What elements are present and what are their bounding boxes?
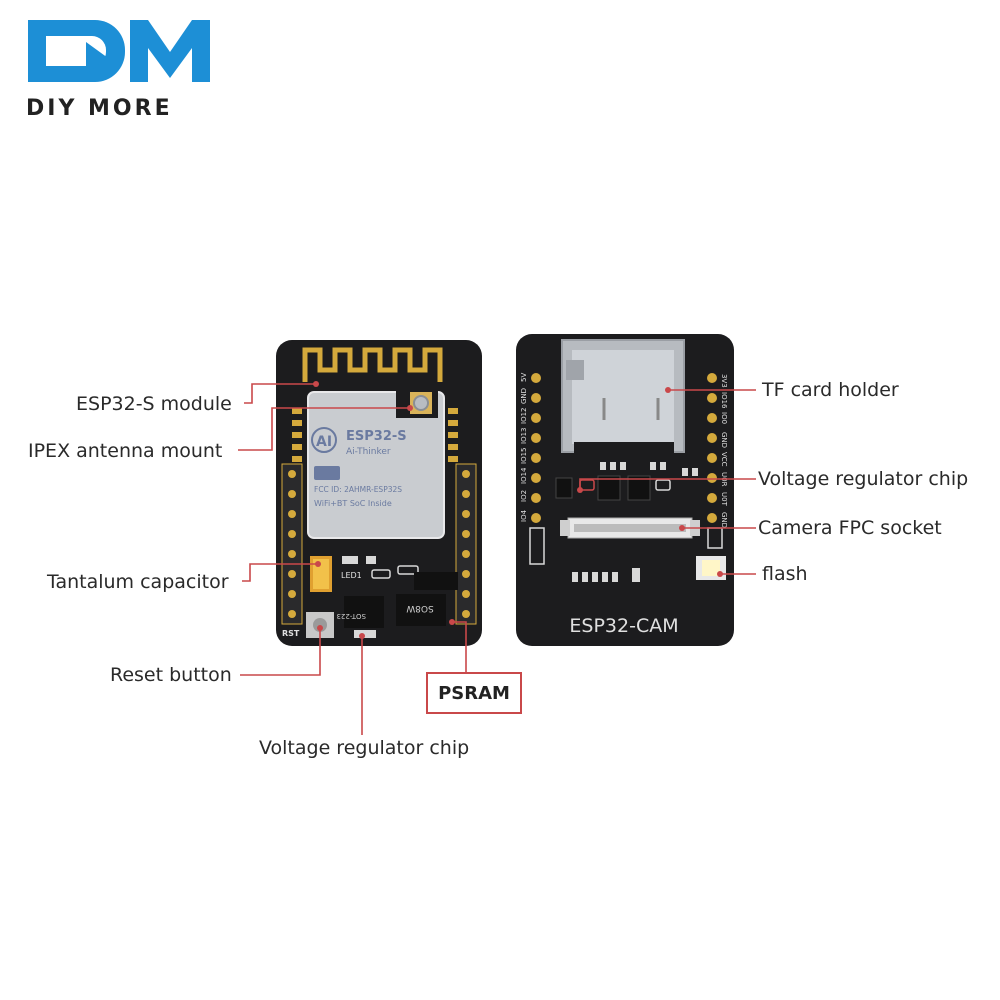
pin-label-right: VCC (720, 452, 728, 467)
pin-label-right: GND (720, 512, 728, 528)
regulator-print: SOT-223 (337, 612, 366, 620)
rst-print: RST (282, 629, 300, 638)
tf-card-holder-part (561, 339, 685, 460)
module-pads (292, 408, 458, 462)
pin-label-left: IO14 (520, 467, 528, 484)
callout-tf-card-holder: TF card holder (762, 379, 899, 401)
back-pad-row (572, 568, 640, 582)
front-board: AI ESP32-S Ai-Thinker FCC ID: 2AHMR-ESP3… (276, 340, 482, 646)
leader-dots (313, 381, 723, 639)
back-pins-left (531, 373, 541, 523)
leader-regulator-right (579, 478, 756, 490)
callout-psram: PSRAM (426, 672, 522, 714)
callout-camera-fpc-socket: Camera FPC socket (758, 517, 942, 539)
brand-subtitle: DIY MORE (26, 96, 173, 121)
board-name-print: ESP32-CAM (569, 615, 678, 637)
psram-chip-part (396, 594, 446, 626)
front-header-right (455, 463, 477, 625)
pin-label-right: IO0 (720, 412, 728, 424)
back-board: 5V GND IO12 IO13 IO15 IO14 IO2 IO4 3V3 I… (516, 334, 734, 646)
callout-ipex-antenna: IPEX antenna mount (28, 440, 223, 462)
esp32-module-shield (307, 391, 445, 539)
back-pins-right (707, 373, 717, 523)
leader-ipex (238, 407, 410, 451)
pin-label-left: IO2 (520, 490, 528, 502)
tantalum-capacitor (310, 556, 332, 592)
leader-esp32-module (244, 383, 316, 404)
pin-label-left: IO4 (520, 509, 528, 522)
pin-label-left: IO15 (520, 448, 528, 464)
leader-psram (452, 621, 467, 672)
flash-led-part (696, 556, 726, 580)
pin-label-left: IO13 (520, 428, 528, 444)
brand-logo (28, 20, 210, 82)
led-print: LED1 (341, 571, 362, 580)
svg-text:AI: AI (316, 434, 332, 450)
wifi-print: WiFi+BT SoC Inside (314, 499, 392, 508)
module-maker-print: Ai-Thinker (346, 447, 391, 457)
callout-flash: flash (762, 563, 808, 585)
callout-voltage-regulator-right: Voltage regulator chip (758, 468, 969, 490)
back-regulators (555, 475, 671, 501)
pin-label-right: 3V3 (720, 374, 728, 388)
antenna-trace (302, 347, 443, 382)
pin-label-right: IO16 (720, 392, 728, 409)
front-header-left (281, 463, 303, 625)
psram-print: SO8W (406, 603, 434, 613)
leader-tantalum (242, 563, 318, 582)
callout-esp32-module: ESP32-S module (76, 393, 232, 415)
ipex-connector (396, 388, 438, 418)
leader-reset (240, 628, 321, 676)
pin-label-right: U0T (720, 492, 728, 507)
pin-label-left: GND (520, 388, 528, 404)
leader-lines (238, 383, 756, 735)
callout-voltage-regulator-bottom: Voltage regulator chip (259, 737, 470, 759)
module-name-print: ESP32-S (346, 429, 407, 444)
back-passives (600, 462, 698, 476)
callout-tantalum-capacitor: Tantalum capacitor (47, 571, 229, 593)
pin-label-right: GND (720, 432, 728, 448)
fcc-print: FCC ID: 2AHMR-ESP32S (314, 485, 402, 494)
callout-reset-button: Reset button (110, 664, 232, 686)
pin-label-left: IO12 (520, 408, 528, 424)
pin-label-left: 5V (520, 373, 528, 382)
regulator-part (344, 596, 384, 638)
